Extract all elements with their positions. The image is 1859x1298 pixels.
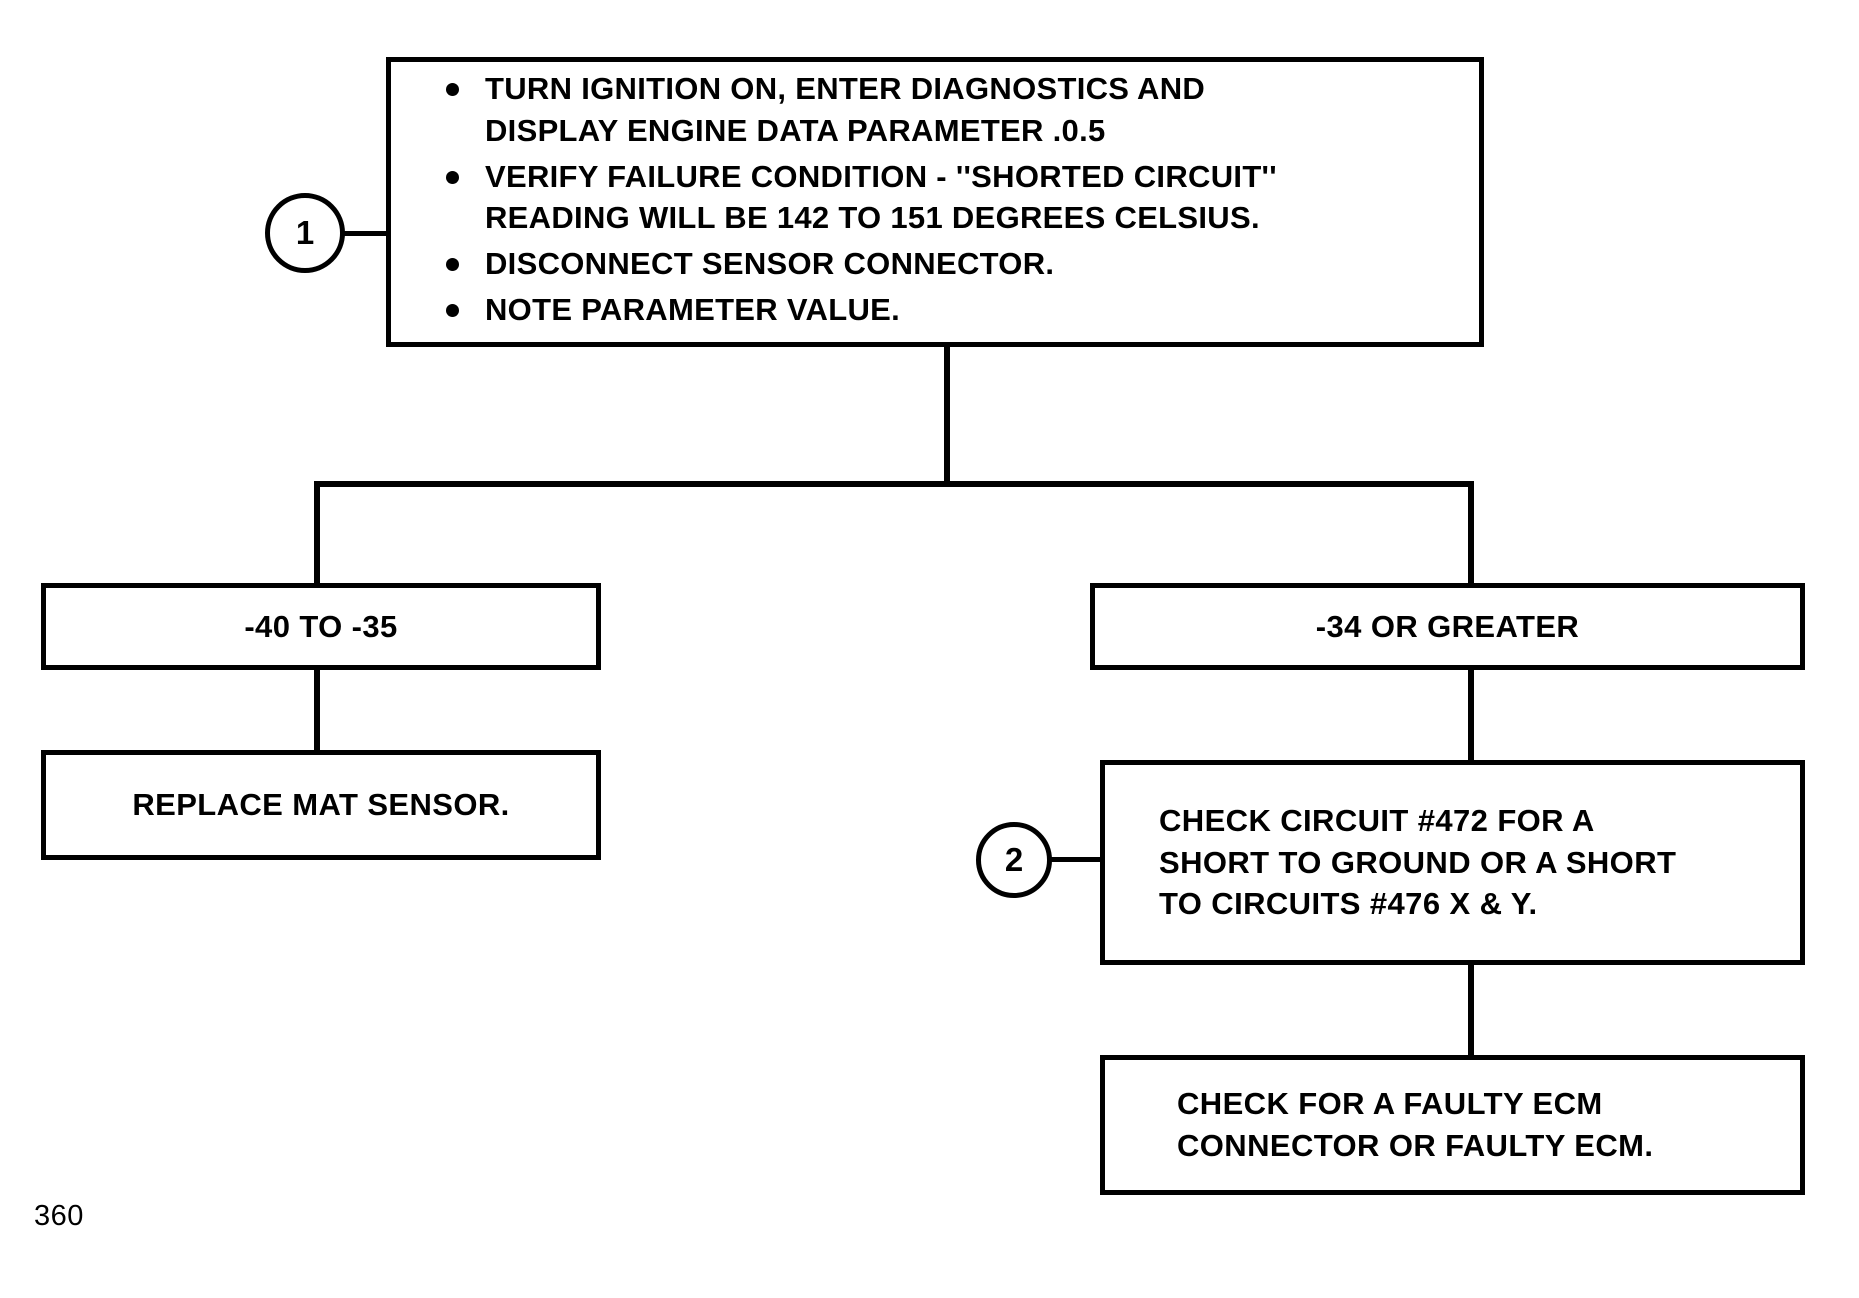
connector-branch-left-down [314,481,320,586]
step-1-bullet-list: TURN IGNITION ON, ENTER DIAGNOSTICS AND … [391,68,1479,335]
step-1-bullet-item: DISCONNECT SENSOR CONNECTOR. [443,243,1479,284]
page-number: 360 [34,1200,84,1232]
diagnostic-step-1-box: TURN IGNITION ON, ENTER DIAGNOSTICS AND … [386,57,1484,347]
branch-condition-right-label: -34 OR GREATER [1315,608,1580,644]
connector-branch-horizontal [314,481,1474,487]
step-marker-2[interactable]: 2 [976,822,1052,898]
connector-step2-circle-to-box [1050,857,1104,862]
replace-mat-sensor-label: REPLACE MAT SENSOR. [132,787,510,823]
step-marker-1[interactable]: 1 [265,193,345,273]
check-faulty-ecm-label: CHECK FOR A FAULTY ECM CONNECTOR OR FAUL… [1177,1086,1654,1163]
replace-mat-sensor-box: REPLACE MAT SENSOR. [41,750,601,860]
connector-step1-circle-to-box [343,231,388,236]
branch-condition-left-box: -40 TO -35 [41,583,601,670]
check-faulty-ecm-box: CHECK FOR A FAULTY ECM CONNECTOR OR FAUL… [1100,1055,1805,1195]
connector-branch-right-down [1468,481,1474,586]
branch-condition-left-label: -40 TO -35 [244,608,398,644]
connector-right-to-step2 [1468,668,1474,763]
step-1-bullet-item: TURN IGNITION ON, ENTER DIAGNOSTICS AND … [443,68,1479,150]
connector-step2-to-final [1468,963,1474,1058]
connector-left-to-action [314,668,320,753]
step-1-bullet-item: NOTE PARAMETER VALUE. [443,289,1479,330]
step-1-bullet-item: VERIFY FAILURE CONDITION - ''SHORTED CIR… [443,156,1479,238]
diagnostic-step-2-label: CHECK CIRCUIT #472 FOR A SHORT TO GROUND… [1159,803,1677,922]
branch-condition-right-box: -34 OR GREATER [1090,583,1805,670]
diagnostic-step-2-box: CHECK CIRCUIT #472 FOR A SHORT TO GROUND… [1100,760,1805,965]
connector-step1-down [944,345,950,485]
